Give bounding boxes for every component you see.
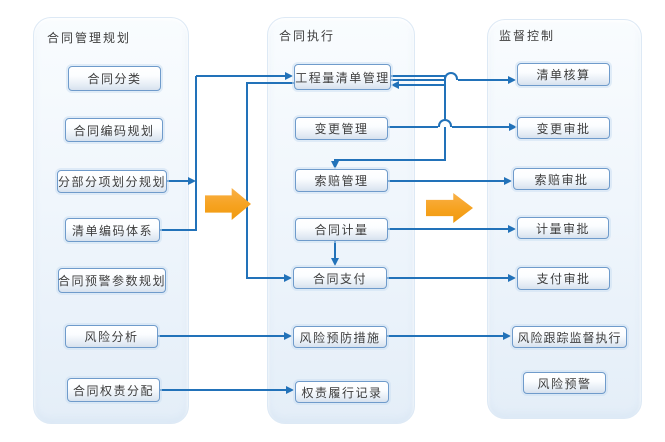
node-risk-warning: 风险预警 [523,372,606,394]
connector-trunkB-to-payment [246,277,285,279]
connector-claims-to-approval [388,180,505,182]
node-contract-measurement: 合同计量 [295,218,388,241]
arrowhead-prevention-tracking [503,332,511,340]
panel-title-contract-planning: 合同管理规划 [47,31,132,45]
arrowhead-riskanalysis-prevention [284,332,292,340]
node-contract-payment: 合同支付 [293,267,387,289]
trunkA-vertical [195,76,197,231]
connector-boq-to-trunkB [246,82,294,84]
arrowhead-boq-listaccounting [508,76,516,84]
node-payment-approval: 支付审批 [517,267,610,290]
connector-rights-to-record [160,389,287,391]
panel-title-supervision-control: 监督控制 [499,29,556,43]
arrowhead-rights-record [286,386,294,394]
connector-listcoding-to-trunkA [160,229,197,231]
arrowhead-subitem-trunkA [188,177,196,185]
node-list-accounting: 清单核算 [517,63,610,86]
arrowhead-feedback-boq [391,81,399,89]
node-list-coding-system: 清单编码体系 [65,218,160,242]
node-change-management: 变更管理 [295,117,388,140]
connector-boq-to-listaccounting-a [391,79,444,81]
node-rights-allocation: 合同权责分配 [67,378,160,402]
connector-measure-to-payment [334,241,336,259]
node-contract-coding-plan: 合同编码规划 [65,118,163,142]
node-contract-classification: 合同分类 [68,66,161,91]
node-warning-parameter-plan: 合同预警参数规划 [58,268,166,293]
connector-trunkC-to-claims-h [335,159,446,161]
arrowhead-payment-approval [508,274,516,282]
node-risk-tracking-supervision: 风险跟踪监督执行 [512,326,627,348]
node-claims-management: 索赔管理 [295,169,388,192]
arrowhead-measure-approval [508,225,516,233]
arrowhead-change-approval [509,123,517,131]
node-risk-prevention: 风险预防措施 [293,326,387,348]
panel-title-contract-execution: 合同执行 [279,29,336,43]
connector-boq-to-listaccounting-b [458,79,509,81]
stage-arrow-execution-to-supervision-icon [426,193,473,223]
connector-subitem-to-trunkA [167,180,188,182]
connector-measure-to-approval [388,228,509,230]
arrowhead-trunkA-boq [285,72,293,80]
arrowhead-claims-approval [504,177,512,185]
connector-prevention-to-tracking [387,335,504,337]
node-claims-approval: 索赔审批 [513,168,610,190]
linejump-change-approval [438,119,452,127]
linejump-boq-listaccounting [444,72,458,80]
trunkB-vertical [246,82,248,279]
arrowhead-measure-payment [331,258,339,266]
node-risk-analysis: 风险分析 [65,325,158,348]
connector-riskanalysis-to-prevention [158,335,285,337]
connector-trunkA-to-boq [196,75,286,77]
node-change-approval: 变更审批 [517,117,610,139]
trunkC-vertical [444,75,446,161]
connector-boq-to-trunkC [391,75,446,77]
node-measurement-approval: 计量审批 [517,217,609,239]
connector-change-to-approval-b [452,126,510,128]
arrowhead-trunkC-claims [331,161,339,169]
arrowhead-trunkB-payment [284,274,292,282]
node-duty-performance-record: 权责履行记录 [295,381,389,403]
node-subitem-division-plan: 分部分项划分规划 [57,170,167,193]
node-boq-management: 工程量清单管理 [294,64,391,90]
stage-arrow-planning-to-execution-icon [205,188,251,220]
connector-trunkC-feedback-boq [399,84,446,86]
connector-change-to-approval-a [388,126,438,128]
connector-payment-to-approval [387,277,509,279]
